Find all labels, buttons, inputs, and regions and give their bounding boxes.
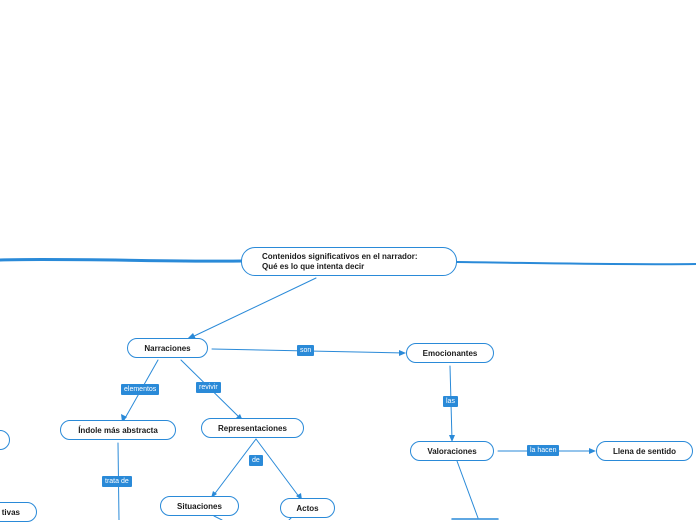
node-situaciones[interactable]: Situaciones	[160, 496, 239, 516]
node-emocionantes[interactable]: Emocionantes	[406, 343, 494, 363]
connector-label-la-hacen[interactable]: la hacen	[527, 445, 560, 456]
connector-label-de[interactable]: de	[249, 455, 263, 466]
connector-label-las[interactable]: las	[443, 396, 458, 407]
node-representaciones[interactable]: Representaciones	[201, 418, 304, 438]
root-left-branch	[0, 257, 244, 263]
arrow-llena	[589, 448, 596, 454]
node-actos[interactable]: Actos	[280, 498, 335, 518]
representaciones-to-situaciones	[212, 438, 257, 497]
root-node[interactable]: Contenidos significativos en el narrador…	[241, 247, 457, 276]
node-narraciones-label: Narraciones	[144, 343, 191, 353]
node-valoraciones[interactable]: Valoraciones	[410, 441, 494, 461]
connector-label-elementos[interactable]: elementos	[121, 384, 160, 395]
partial-node-bottom-left[interactable]: tivas	[0, 502, 37, 522]
root-title-line1: Contenidos significativos en el narrador…	[262, 251, 418, 261]
root-right-branch	[456, 261, 696, 266]
valoraciones-down	[456, 460, 479, 519]
arrow-narraciones	[187, 333, 196, 339]
node-llena-label: Llena de sentido	[612, 446, 677, 456]
root-to-narraciones	[189, 277, 317, 339]
node-situaciones-label: Situaciones	[177, 501, 222, 511]
node-indole-label: Índole más abstracta	[78, 425, 158, 435]
situaciones-stub	[213, 515, 223, 520]
connector-label-trata-de[interactable]: trata de	[102, 476, 132, 487]
root-title-line2: Qué es lo que intenta decir	[262, 261, 365, 271]
node-actos-label: Actos	[296, 503, 319, 513]
node-narraciones[interactable]: Narraciones	[127, 338, 208, 358]
connector-label-revivir[interactable]: revivir	[196, 382, 221, 393]
node-emocionantes-label: Emocionantes	[422, 348, 478, 358]
partial-node-label: tivas	[1, 507, 20, 517]
node-indole[interactable]: Índole más abstracta	[60, 420, 176, 440]
arrow-valoraciones	[449, 435, 455, 442]
arrow-emocionantes	[399, 350, 406, 356]
connector-label-son[interactable]: son	[297, 345, 315, 356]
node-valoraciones-label: Valoraciones	[427, 446, 477, 456]
representaciones-to-actos	[255, 438, 301, 499]
node-llena-de-sentido[interactable]: Llena de sentido	[596, 441, 693, 461]
node-representaciones-label: Representaciones	[218, 423, 287, 433]
